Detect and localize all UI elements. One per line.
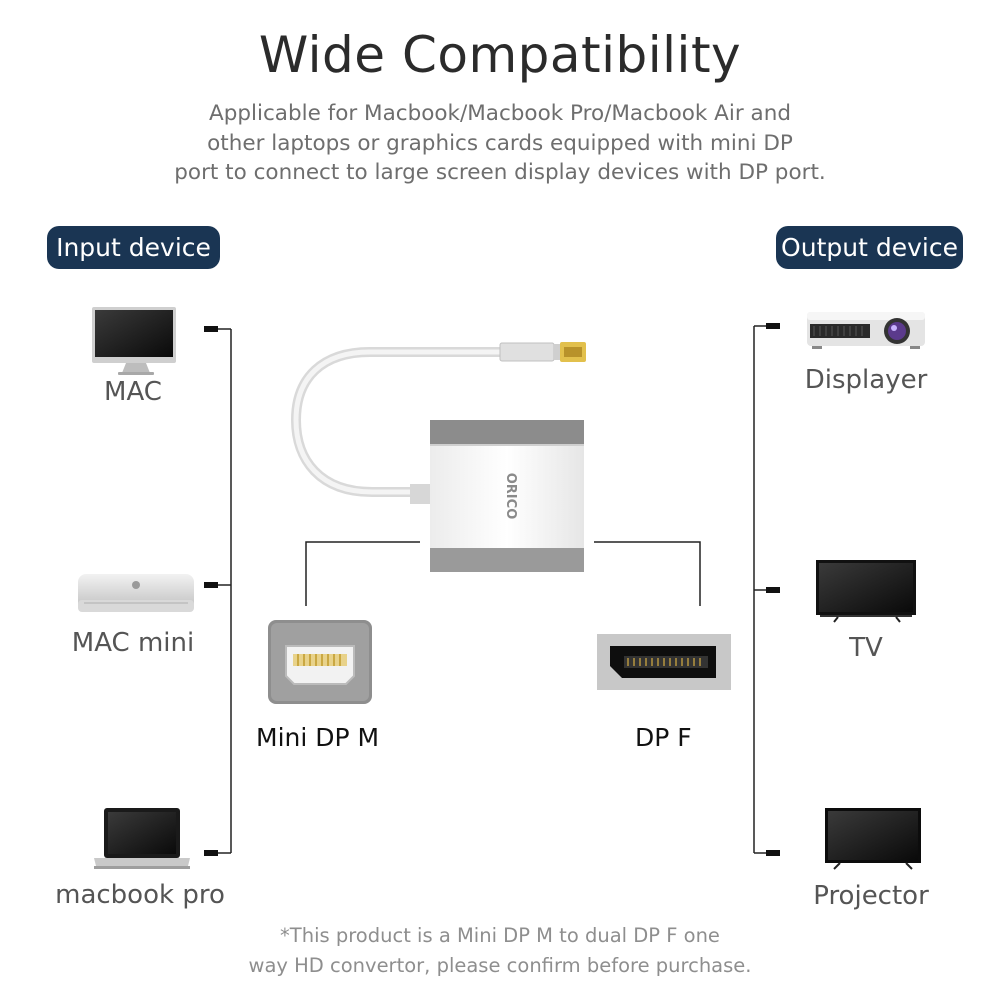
dp-female-connector-icon xyxy=(597,634,731,690)
mini-dp-plug xyxy=(499,342,586,362)
input-label-mac: MAC xyxy=(104,377,162,407)
output-bracket xyxy=(753,325,767,854)
mini-dp-connector-icon xyxy=(268,620,372,704)
monitor-icon xyxy=(825,808,921,870)
output-device-header: Output device xyxy=(776,226,963,269)
macbook-icon xyxy=(94,808,190,869)
input-label-mac-mini: MAC mini xyxy=(71,628,195,658)
output-label-tv: TV xyxy=(849,633,883,663)
adapter-cable xyxy=(290,347,507,497)
footnote-line: *This product is a Mini DP M to dual DP … xyxy=(280,924,720,947)
footnote: *This product is a Mini DP M to dual DP … xyxy=(160,921,840,981)
description-line: Applicable for Macbook/Macbook Pro/Macbo… xyxy=(209,101,791,126)
page-title: Wide Compatibility xyxy=(258,26,742,84)
mac-mini-icon xyxy=(78,574,194,612)
connector-label-mini-dp-m: Mini DP M xyxy=(256,723,380,752)
footnote-line: way HD convertor, please confirm before … xyxy=(248,954,752,977)
pointer-lines xyxy=(305,541,701,606)
tv-icon xyxy=(816,560,916,623)
input-device-header: Input device xyxy=(47,226,220,269)
input-bracket xyxy=(217,328,232,854)
description-line: port to connect to large screen display … xyxy=(174,160,826,185)
input-connector-dots xyxy=(204,326,218,856)
input-label-macbook-pro: macbook pro xyxy=(55,880,225,910)
description-line: other laptops or graphics cards equipped… xyxy=(207,130,793,156)
connector-label-dp-f: DP F xyxy=(635,723,692,752)
cable-strain-relief xyxy=(410,484,432,504)
imac-icon xyxy=(92,307,176,375)
output-connector-dots xyxy=(766,323,780,856)
adapter-body xyxy=(430,420,584,572)
output-label-projector: Projector xyxy=(813,881,929,911)
description: Applicable for Macbook/Macbook Pro/Macbo… xyxy=(160,99,840,188)
output-label-displayer: Displayer xyxy=(804,365,928,395)
projector-icon xyxy=(807,312,925,349)
brand-logo: ORICO xyxy=(503,473,518,520)
